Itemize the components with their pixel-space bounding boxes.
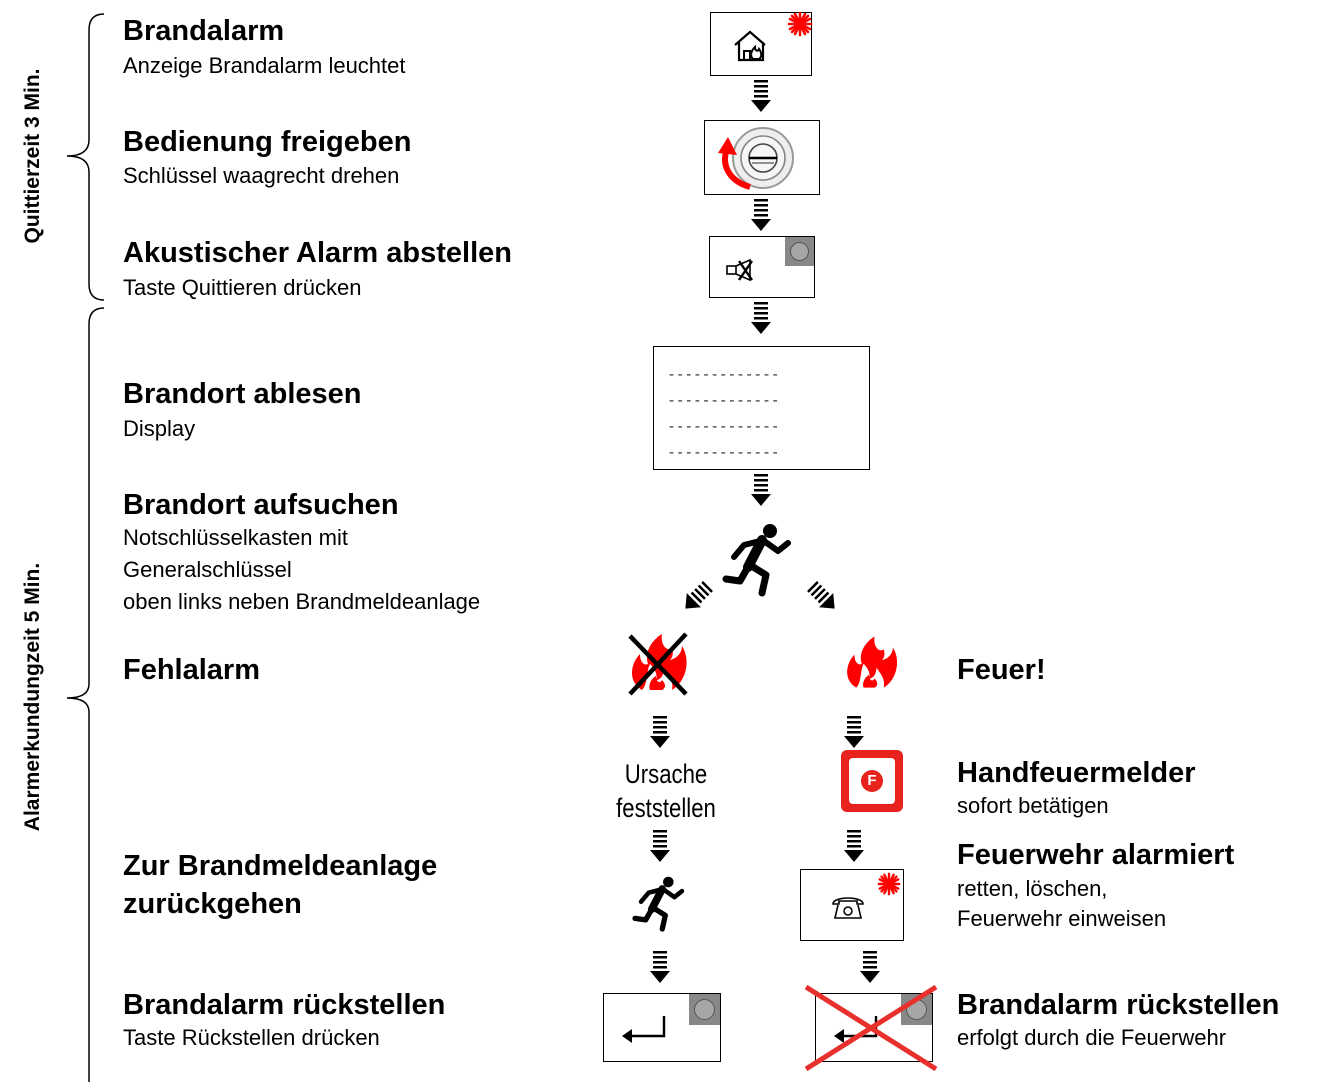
house-fire-icon	[734, 30, 766, 62]
running-person-icon	[722, 524, 791, 597]
step-aufsuchen-line2: Generalschlüssel	[123, 557, 292, 582]
step-freigeben-sub: Schlüssel waagrecht drehen	[123, 163, 400, 188]
step-brandalarm-title: Brandalarm	[123, 15, 285, 47]
running-person-small-icon	[632, 876, 685, 932]
quittieren-led	[785, 237, 814, 266]
alarm-star-icon	[787, 11, 813, 37]
quittieren-panel	[709, 236, 815, 298]
step-aufsuchen-title: Brandort aufsuchen	[123, 489, 399, 521]
key-switch-icon	[718, 127, 794, 190]
step-brandalarm-sub: Anzeige Brandalarm leuchtet	[123, 53, 406, 78]
display-line: -------------	[667, 391, 780, 409]
step-rueckstellen-left-title: Brandalarm rückstellen	[123, 989, 446, 1021]
step-rueckstellen-right-sub: erfolgt durch die Feuerwehr	[957, 1025, 1227, 1050]
brandalarm-panel	[710, 11, 813, 76]
reset-led	[689, 994, 720, 1025]
bracket-quittierzeit	[66, 13, 105, 1082]
step-freigeben-title: Bedienung freigeben	[123, 126, 412, 158]
no-fire-icon	[628, 632, 688, 696]
reset-icon	[622, 1016, 666, 1043]
alarm-star-icon	[877, 872, 901, 896]
step-akustisch-sub: Taste Quittieren drücken	[123, 275, 362, 300]
display-line: -------------	[667, 443, 780, 461]
step-rueckstellen-right-title: Brandalarm rückstellen	[957, 989, 1280, 1021]
fire-icon	[847, 636, 898, 688]
display-panel: ------------- ------------- ------------…	[653, 346, 870, 470]
step-fehlalarm-title: Fehlalarm	[123, 654, 260, 686]
step-akustisch-title: Akustischer Alarm abstellen	[123, 237, 512, 269]
step-handfeuermelder-sub: sofort betätigen	[957, 793, 1109, 818]
manual-call-point-icon: F	[841, 750, 903, 812]
ursache-line1: Ursache	[624, 759, 708, 789]
telephone-icon	[832, 897, 864, 919]
display-line: -------------	[667, 417, 780, 435]
step-zurueck-line2: zurückgehen	[123, 888, 302, 920]
hfm-letter: F	[861, 770, 883, 792]
display-line: -------------	[667, 365, 780, 383]
mute-speaker-icon	[726, 258, 753, 282]
step-feuerwehr-line2: Feuerwehr einweisen	[957, 906, 1167, 931]
step-zurueck-line1: Zur Brandmeldeanlage	[123, 850, 438, 882]
red-cross-icon	[804, 984, 938, 1072]
ursache-line2: feststellen	[616, 793, 716, 823]
step-ablesen-title: Brandort ablesen	[123, 378, 362, 410]
step-rueckstellen-left-sub: Taste Rückstellen drücken	[123, 1025, 380, 1050]
reset-panel-left	[603, 993, 721, 1062]
step-ablesen-sub: Display	[123, 416, 196, 441]
key-switch-panel	[704, 120, 820, 195]
feuerwehr-panel	[800, 869, 904, 941]
step-aufsuchen-line3: oben links neben Brandmeldeanlage	[123, 589, 481, 614]
step-aufsuchen-line1: Notschlüsselkasten mit	[123, 525, 348, 550]
step-feuerwehr-title: Feuerwehr alarmiert	[957, 839, 1235, 871]
step-feuer-title: Feuer!	[957, 654, 1046, 686]
step-handfeuermelder-title: Handfeuermelder	[957, 757, 1196, 789]
step-feuerwehr-line1: retten, löschen,	[957, 876, 1108, 901]
